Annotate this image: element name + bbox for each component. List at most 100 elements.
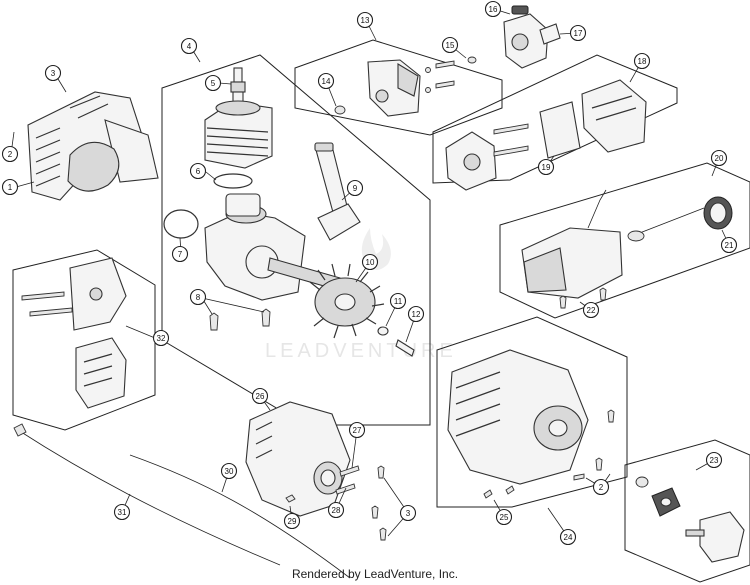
callout-circle [633,52,651,70]
callout-circle [361,253,379,271]
callout-number: 12 [412,310,421,319]
callout-circle [720,236,738,254]
callout-number: 5 [211,79,216,88]
cylinder-gasket [213,173,253,189]
callout-number: 28 [332,506,341,515]
callout-number: 2 [8,150,13,159]
callout-number: 2 [599,483,604,492]
callout-circle [569,24,587,42]
callout-circle [1,178,19,196]
engine-cover [245,401,351,517]
muffler [75,337,127,409]
callout-22: 22 [582,301,600,319]
air-filter-cover [581,79,647,153]
watermark-text: LEADVENTURE [265,340,457,362]
callout-number: 26 [256,392,265,401]
callout-number: 14 [322,77,331,86]
callout-number: 23 [710,456,719,465]
callouts: 1234567891011121314151617181920212223242… [1,0,738,546]
ignition-module [367,59,421,117]
callout-circle [251,387,269,405]
recoil-starter [447,349,589,485]
callout-7: 7 [171,245,189,263]
callout-20: 20 [710,149,728,167]
callout-15: 15 [441,36,459,54]
callout-25: 25 [495,508,513,526]
starter-screws [483,409,615,499]
callout-circle [710,149,728,167]
callout-8: 8 [189,288,207,306]
callout-18: 18 [633,52,651,70]
cable-end [13,423,27,437]
callout-31: 31 [113,503,131,521]
callout-number: 11 [394,297,403,306]
callout-number: 10 [366,258,375,267]
air-filter-screws [493,123,529,157]
throttle-bracket [314,142,361,241]
fuel-tank-screws [559,287,607,309]
callout-23: 23 [705,451,723,469]
callout-circle [113,503,131,521]
callout-circle [441,36,459,54]
callout-circle [1,145,19,163]
panel-20-fuel-tank [499,162,750,319]
callout-28: 28 [327,501,345,519]
callout-29: 29 [283,512,301,530]
callout-27: 27 [348,421,366,439]
callout-14: 14 [317,72,335,90]
fuel-cap [627,196,733,242]
spark-plug [230,67,246,103]
callout-circle [152,329,170,347]
callout-number: 9 [353,184,358,193]
fuel-tank [521,189,623,299]
callout-circle [348,421,366,439]
callout-number: 27 [353,426,362,435]
stop-wire [17,429,281,566]
footer-credit: Rendered by LeadVenture, Inc. [291,567,459,581]
callout-number: 30 [225,467,234,476]
callout-circle [189,162,207,180]
callout-16: 16 [484,0,502,18]
panel-13-ignition [294,39,503,136]
callout-9: 9 [346,179,364,197]
throttle-cable [129,454,351,579]
callout-number: 15 [446,41,455,50]
callout-number: 6 [196,167,201,176]
callout-number: 3 [51,69,56,78]
callout-number: 4 [187,42,192,51]
callout-number: 25 [500,513,509,522]
callout-26: 26 [251,387,269,405]
muffler-shield [69,257,127,331]
callout-1: 1 [1,178,19,196]
callout-circle [180,37,198,55]
crankcase [204,193,341,301]
callout-19: 19 [537,158,555,176]
callout-number: 21 [725,241,734,250]
callout-circle [484,0,502,18]
callout-circle [283,512,301,530]
callout-number: 8 [196,293,201,302]
callout-6: 6 [189,162,207,180]
callout-circle [537,158,555,176]
ignition-hardware [334,56,477,115]
panel-23-clutch [624,439,750,583]
callout-2: 2 [1,145,19,163]
callout-5: 5 [204,74,222,92]
muffler-screws [21,291,73,317]
callout-circle [559,528,577,546]
callout-circle [389,292,407,310]
callout-number: 31 [118,508,127,517]
callout-2: 2 [592,478,610,496]
callout-circle [220,462,238,480]
cover-hardware [285,465,387,541]
callout-13: 13 [356,11,374,29]
callout-circle [171,245,189,263]
panel-18-air-filter [432,54,678,184]
callout-circle [705,451,723,469]
callout-17: 17 [569,24,587,42]
clutch-assembly [635,476,745,563]
callout-number: 18 [638,57,647,66]
callout-number: 20 [715,154,724,163]
callout-3: 3 [44,64,62,82]
